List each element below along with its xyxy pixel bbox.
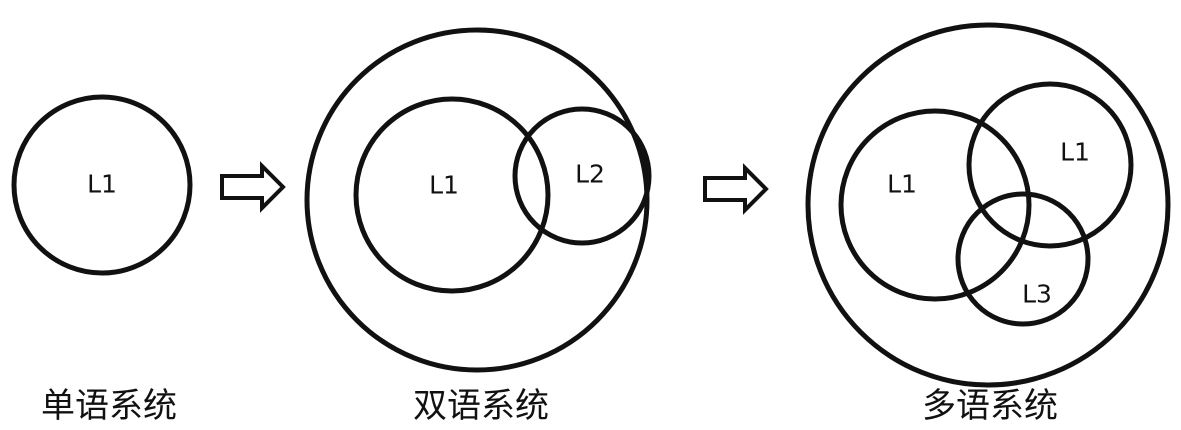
multi-l3-label: L3 — [1022, 280, 1052, 309]
multilingual-caption: 多语系统 — [922, 386, 1058, 426]
multi-l1-left-circle — [838, 108, 1032, 302]
bi-l2-label: L2 — [575, 160, 605, 189]
multi-l1-right-circle — [966, 81, 1134, 249]
bilingual-caption: 双语系统 — [413, 386, 549, 426]
hollow-right-arrow-icon — [703, 163, 769, 215]
mono-l1-circle — [11, 94, 193, 276]
multi-l1-left-label: L1 — [887, 170, 917, 199]
bi-l1-label: L1 — [429, 171, 459, 200]
bilingual-system: L1 L2 — [304, 27, 652, 373]
multilingual-system: L1 L1 L3 — [805, 22, 1171, 388]
hollow-right-arrow-icon — [220, 161, 286, 213]
multi-l1-right-label: L1 — [1060, 138, 1090, 167]
mono-l1-label: L1 — [87, 170, 117, 199]
bi-l1-circle — [353, 96, 551, 294]
bi-l2-circle — [512, 106, 652, 246]
monolingual-caption: 单语系统 — [41, 386, 177, 426]
monolingual-system: L1 — [11, 94, 193, 276]
multi-outer-circle — [805, 22, 1171, 388]
multi-l3-circle — [955, 191, 1091, 327]
